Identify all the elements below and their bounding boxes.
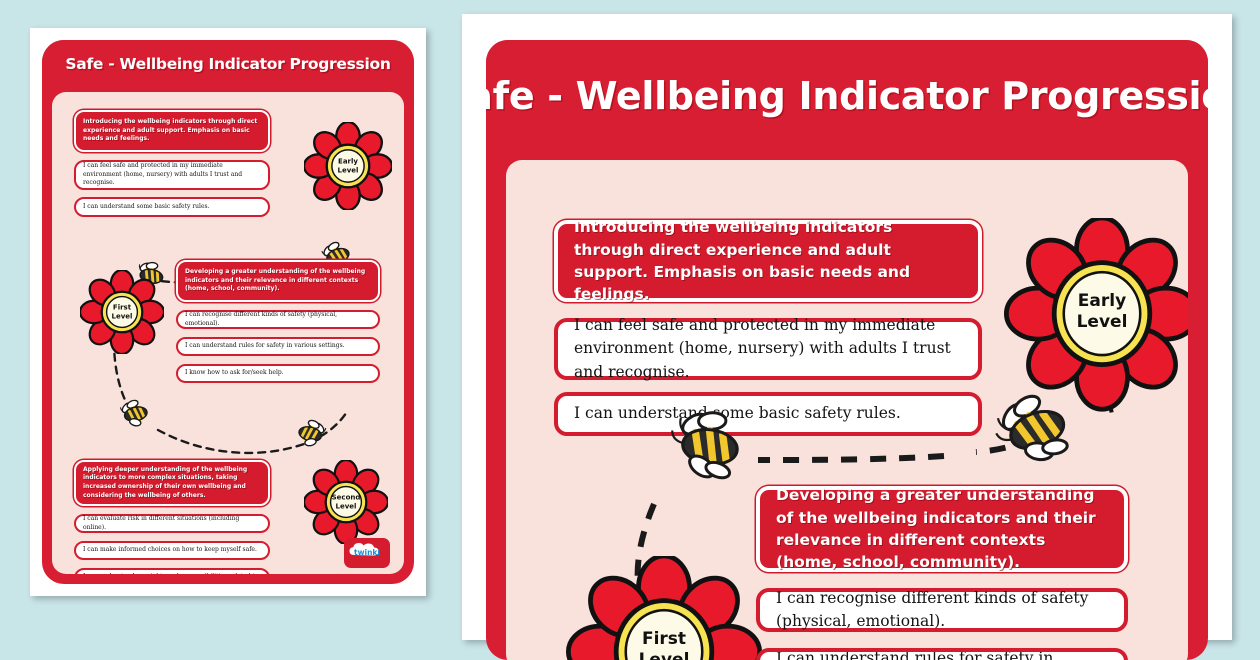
statement-box-first-3: I know how to ask for/seek help. [176,364,380,383]
statement-box-second-2: I can make informed choices on how to ke… [74,541,270,560]
twinkl-logo[interactable]: twinkl [344,538,390,568]
statement-box-first-2-enlarged: I can understand rules for safety in var… [756,648,1128,660]
statement-box-first-1-enlarged: I can recognise different kinds of safet… [756,588,1128,632]
statement-box-early-2: I can understand some basic safety rules… [74,197,270,217]
poster-frame-thumbnail: Safe - Wellbeing Indicator Progression I… [42,40,414,584]
poster-frame-enlarged: Safe - Wellbeing Indicator Progression I… [486,40,1208,660]
statement-box-second-1: I can evaluate risk in different situati… [74,514,270,533]
bee-icon-3 [115,395,154,431]
level-heading-box-first: Developing a greater understanding of th… [176,260,380,302]
poster-body-thumbnail: Introducing the wellbeing indicators thr… [52,92,404,574]
flower-icon-first-enlarged: First Level [562,556,766,660]
page-title-enlarged: Safe - Wellbeing Indicator Progression [486,74,1208,118]
statement-box-early-1-enlarged: I can feel safe and protected in my imme… [554,316,982,381]
bee-icon-4 [291,414,331,451]
poster-header-enlarged: Safe - Wellbeing Indicator Progression [486,40,1208,152]
poster-header-thumbnail: Safe - Wellbeing Indicator Progression [42,40,414,88]
poster-body-enlarged: Introducing the wellbeing indicators thr… [506,160,1188,660]
bee-icon-enlarged-2 [663,403,754,486]
statement-box-early-1: I can feel safe and protected in my imme… [74,160,270,190]
level-heading-box-second: Applying deeper understanding of the wel… [74,460,270,506]
bee-icon-enlarged-1 [984,380,1086,476]
statement-box-early-2-enlarged: I can understand some basic safety rules… [554,392,982,436]
level-heading-box-early-enlarged: Introducing the wellbeing indicators thr… [554,218,982,303]
flower-icon-first: First Level [80,270,164,354]
statement-box-first-1: I can recognise different kinds of safet… [176,310,380,329]
statement-box-second-3: I can understand my rights and responsib… [74,568,270,574]
statement-box-first-2: I can understand rules for safety in var… [176,337,380,356]
level-heading-box-early: Introducing the wellbeing indicators thr… [74,110,270,152]
bee-icon-1 [316,235,358,274]
flower-icon-early: Early Level [304,122,392,210]
svg-text:twinkl: twinkl [354,548,380,557]
poster-enlarged-page[interactable]: Safe - Wellbeing Indicator Progression I… [462,14,1232,660]
level-heading-box-first-enlarged: Developing a greater understanding of th… [756,486,1128,572]
page-title: Safe - Wellbeing Indicator Progression [65,55,391,73]
flower-icon-second: Second Level [304,460,388,544]
poster-thumbnail-page[interactable]: Safe - Wellbeing Indicator Progression I… [30,28,426,596]
